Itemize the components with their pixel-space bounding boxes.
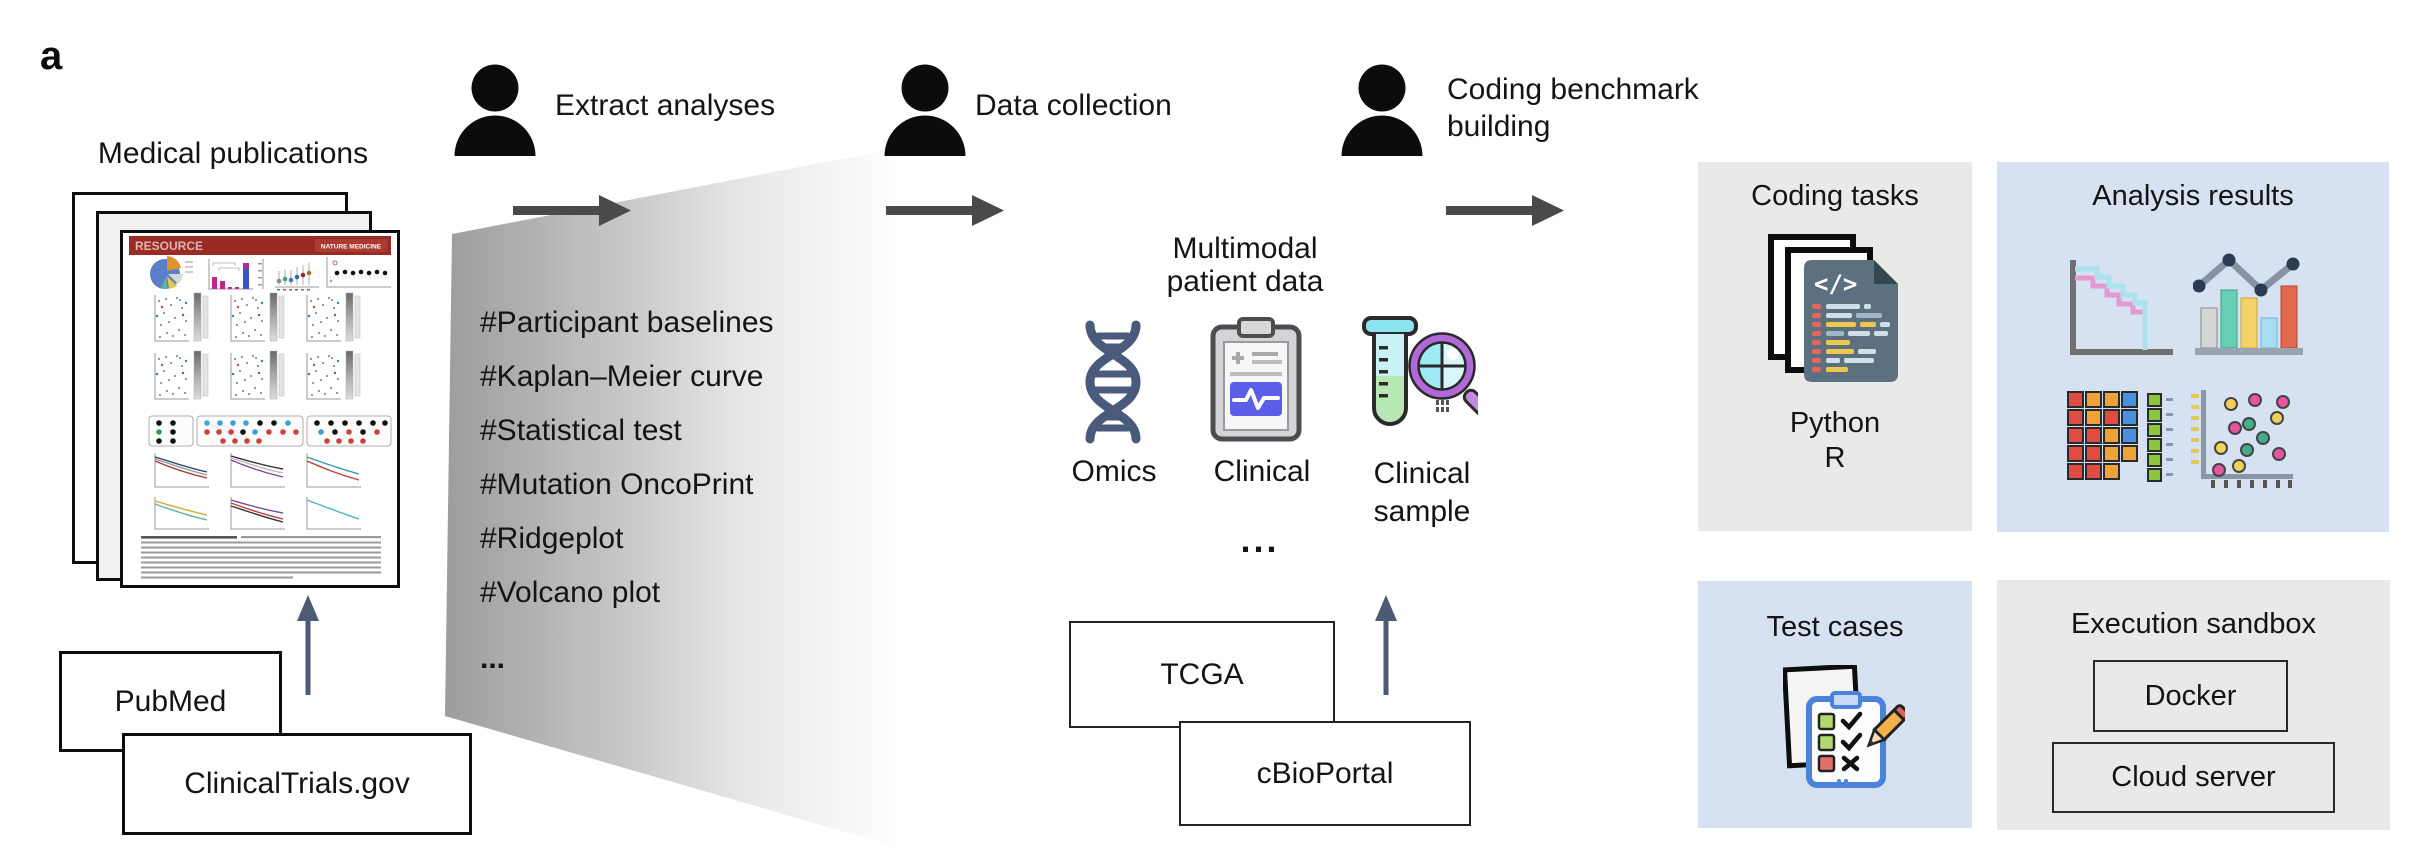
checklist-clipboard-icon — [1783, 665, 1905, 788]
journal-name-badge — [315, 239, 387, 252]
thumb-oncoprint — [148, 415, 392, 447]
thumb-dot-plot — [326, 257, 391, 288]
test-tube-magnifier-icon — [1362, 316, 1478, 426]
step-extract-analyses-label: Extract analyses — [555, 89, 776, 122]
coding-languages: Python R — [1698, 406, 1972, 476]
thumb-axis — [258, 259, 264, 289]
coding-tasks-title: Coding tasks — [1751, 180, 1919, 212]
docker-label: Docker — [2144, 679, 2237, 712]
analysis-results-panel: Analysis results — [1997, 162, 2389, 532]
language-r: R — [1824, 442, 1846, 474]
publication-thumbnail-art: RESOURCE NATURE MEDICINE — [129, 236, 392, 579]
cbioportal-label: cBioPortal — [1256, 756, 1394, 790]
flow-arrow-icon — [1446, 195, 1564, 226]
km-curve-icon — [2070, 260, 2173, 355]
publication-thumbnail: RESOURCE NATURE MEDICINE — [120, 230, 400, 588]
bar-line-chart-icon — [2193, 253, 2303, 355]
analysis-item: #Participant baselines — [480, 306, 774, 339]
analyses-list: #Participant baselines #Kaplan–Meier cur… — [480, 296, 774, 686]
clinicaltrials-box: ClinicalTrials.gov — [122, 733, 472, 835]
person-icon — [884, 64, 966, 156]
analysis-item: #Volcano plot — [480, 576, 661, 609]
step-data-collection-label: Data collection — [975, 89, 1172, 122]
scatter-plot-icon — [2191, 390, 2293, 488]
up-arrow-icon — [1375, 595, 1397, 695]
thumb-volcano-plot — [155, 293, 208, 341]
thumb-pie-chart — [150, 256, 193, 290]
analysis-item: #Statistical test — [480, 414, 682, 447]
extraction-funnel — [445, 141, 935, 858]
clipboard-icon — [1210, 317, 1302, 442]
flow-arrow-icon — [886, 195, 1004, 226]
thumb-bar-chart — [208, 259, 253, 290]
flow-arrow-icon — [513, 195, 631, 226]
pubmed-label: PubMed — [114, 684, 227, 718]
modality-clinical-sample-label: Clinical sample — [1373, 457, 1471, 528]
modality-clinical-label: Clinical — [1213, 455, 1311, 488]
clinicaltrials-label: ClinicalTrials.gov — [184, 767, 410, 800]
panel-label: a — [40, 34, 63, 78]
language-python: Python — [1789, 407, 1881, 439]
cloud-server-box: Cloud server — [2052, 742, 2335, 813]
journal-name: NATURE MEDICINE — [321, 244, 382, 251]
analysis-item: #Ridgeplot — [480, 522, 624, 555]
docker-box: Docker — [2093, 660, 2288, 732]
step-coding-benchmark-label: Coding benchmark building — [1447, 73, 1699, 143]
thumb-volcano-plot — [307, 293, 360, 341]
analysis-item: #Kaplan–Meier curve — [480, 360, 764, 393]
execution-sandbox-panel: Execution sandbox Docker Cloud server — [1997, 580, 2390, 830]
modality-omics-label: Omics — [1071, 455, 1157, 488]
analysis-results-title: Analysis results — [2092, 180, 2294, 212]
tcga-box: TCGA — [1069, 621, 1335, 728]
dna-icon — [1085, 320, 1141, 444]
coding-tasks-panel: Coding tasks </> Py — [1698, 162, 1972, 531]
heatmap-icon — [2067, 391, 2173, 482]
test-cases-panel: Test cases — [1698, 581, 1972, 828]
thumb-km-curves — [154, 453, 361, 530]
thumb-volcano-plot — [307, 351, 360, 399]
person-icon — [1341, 64, 1423, 156]
thumb-caption-lines — [141, 536, 381, 579]
code-file-stack-icon: </> — [1768, 234, 1898, 382]
execution-sandbox-title: Execution sandbox — [2070, 608, 2317, 640]
thumb-volcano-plot — [231, 293, 284, 341]
journal-kicker: RESOURCE — [135, 239, 203, 253]
tcga-label: TCGA — [1160, 657, 1244, 691]
analysis-item: #Mutation OncoPrint — [480, 468, 754, 501]
up-arrow-icon — [297, 595, 319, 695]
multimodal-title: Multimodal patient data — [1166, 232, 1324, 298]
thumb-strip-plot — [275, 263, 319, 291]
cloud-server-label: Cloud server — [2111, 761, 2276, 793]
medical-publications-title: Medical publications — [97, 137, 369, 170]
analyses-ellipsis: ... — [480, 642, 506, 675]
person-icon — [454, 64, 536, 156]
code-glyph: </> — [1814, 270, 1857, 298]
thumb-volcano-plot — [231, 351, 284, 399]
cbioportal-box: cBioPortal — [1179, 721, 1471, 826]
test-cases-title: Test cases — [1766, 611, 1904, 643]
modalities-ellipsis: ... — [1240, 519, 1280, 560]
thumb-volcano-plot — [155, 351, 208, 399]
